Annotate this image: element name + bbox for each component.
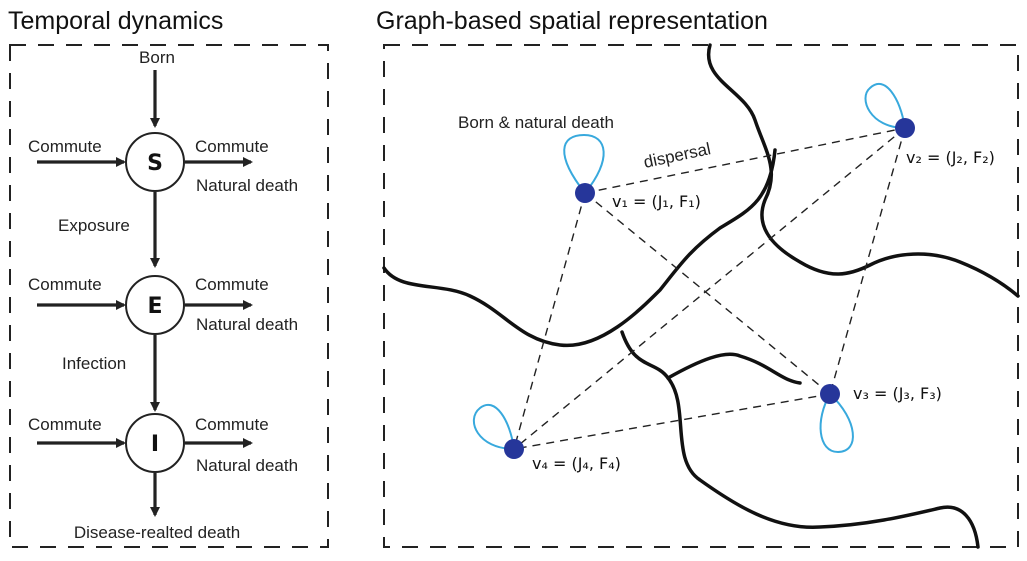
e-natural-death-label: Natural death (196, 315, 298, 334)
edge-v2-v3 (829, 127, 906, 395)
disease-death-label: Disease-realted death (74, 523, 240, 542)
self-loop-v3 (819, 393, 854, 454)
edge-v1-v4 (513, 192, 586, 450)
infection-label: Infection (62, 354, 126, 373)
self-loop-v2 (864, 82, 906, 129)
graph-node-v3 (820, 384, 840, 404)
graph-node-v1 (575, 183, 595, 203)
left-panel-frame (9, 44, 329, 548)
e-commute-in-label: Commute (28, 275, 102, 294)
edge-v1-v3 (584, 192, 831, 395)
region-boundary-left (382, 148, 777, 348)
region-boundary-bottom (620, 330, 980, 549)
region-boundary-branch (666, 352, 802, 385)
compartment-s (125, 132, 185, 192)
i-natural-death-label: Natural death (196, 456, 298, 475)
exposure-label: Exposure (58, 216, 130, 235)
graph-node-v2 (895, 118, 915, 138)
s-commute-in-label: Commute (28, 137, 102, 156)
e-commute-out-label: Commute (195, 275, 269, 294)
node-v1-label: v₁ = (J₁, F₁) (612, 192, 701, 211)
node-v4-label: v₄ = (J₄, F₄) (532, 454, 621, 473)
compartment-s-letter: S (147, 151, 163, 176)
born-natural-death-label: Born & natural death (458, 113, 614, 132)
born-label: Born (139, 48, 175, 67)
node-v3-label: v₃ = (J₃, F₃) (853, 384, 942, 403)
s-natural-death-label: Natural death (196, 176, 298, 195)
i-commute-out-label: Commute (195, 415, 269, 434)
right-panel-frame (383, 44, 1019, 548)
node-v2-label: v₂ = (J₂, F₂) (906, 148, 995, 167)
compartment-e (125, 275, 185, 335)
graph-node-v4 (504, 439, 524, 459)
edge-v2-v4 (513, 127, 906, 450)
s-commute-out-label: Commute (195, 137, 269, 156)
compartment-i-letter: I (151, 432, 159, 457)
compartment-i (125, 413, 185, 473)
i-commute-in-label: Commute (28, 415, 102, 434)
self-loop-v1 (563, 133, 605, 194)
region-boundary-right (706, 43, 1020, 298)
dispersal-label: dispersal (642, 139, 713, 172)
compartment-e-letter: E (147, 294, 162, 319)
self-loop-v4 (472, 403, 515, 450)
edge-v3-v4 (513, 393, 831, 450)
left-panel-title: Temporal dynamics (8, 7, 223, 35)
edge-v1-v2 (584, 127, 906, 194)
right-panel-title: Graph-based spatial representation (376, 7, 768, 35)
